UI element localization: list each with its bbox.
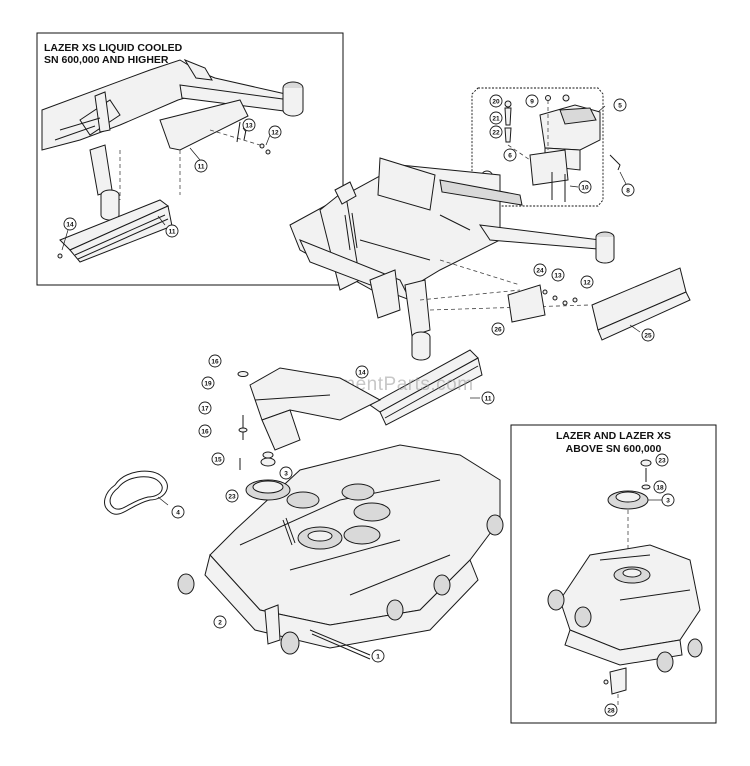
callout-15: 15	[214, 457, 222, 464]
callout-19: 19	[204, 381, 212, 388]
callout-12: 12	[271, 130, 279, 137]
callout-21: 21	[492, 116, 500, 123]
callout-11: 11	[169, 229, 176, 236]
inset-title-line2: SN 600,000 AND HIGHER	[44, 54, 169, 66]
callout-26: 26	[494, 327, 502, 334]
inset-title-line1: LAZER XS LIQUID COOLED	[44, 42, 183, 54]
callout-18: 18	[656, 485, 664, 492]
callout-1: 1	[376, 654, 380, 661]
callout-22: 22	[492, 130, 500, 137]
callout-3: 3	[284, 471, 288, 478]
callout-14: 14	[358, 370, 366, 377]
mower-deck: 16 19 17 16 15 3 23 4 2 1	[104, 354, 504, 663]
callout-2: 2	[218, 620, 222, 627]
callout-6: 6	[508, 153, 512, 160]
callout-11: 11	[485, 396, 492, 403]
callout-16: 16	[201, 429, 209, 436]
callout-16: 16	[211, 359, 219, 366]
inset-liquid-cooled: LAZER XS LIQUID COOLED SN 600,000 AND HI…	[36, 32, 344, 286]
callout-10: 10	[581, 185, 589, 192]
callout-12: 12	[583, 280, 591, 287]
callout-28: 28	[607, 708, 615, 715]
inset-frame-drawing	[41, 58, 304, 263]
callout-24: 24	[536, 268, 544, 275]
callout-5: 5	[618, 103, 622, 110]
callout-23: 23	[228, 494, 236, 501]
callout-11: 11	[198, 164, 205, 171]
frame-assembly: 24 13 12 26 25 14 11	[289, 157, 691, 426]
callout-20: 20	[492, 99, 500, 106]
callout-13: 13	[554, 273, 562, 280]
callout-17: 17	[201, 406, 209, 413]
callout-4: 4	[176, 510, 180, 517]
callout-13: 13	[245, 123, 253, 130]
callout-23: 23	[658, 458, 666, 465]
inset-title-line2: ABOVE SN 600,000	[566, 443, 662, 455]
inset-title-line1: LAZER AND LAZER XS	[556, 430, 671, 442]
callout-9: 9	[530, 99, 534, 106]
callout-3: 3	[666, 498, 670, 505]
callout-8: 8	[626, 188, 630, 195]
callout-25: 25	[644, 333, 652, 340]
callout-14: 14	[66, 222, 74, 229]
inset-above-sn-600000: LAZER AND LAZER XS ABOVE SN 600,000 23 1…	[510, 424, 717, 724]
inset-seat-detail: 20 9 21 22 5 6 7 10 8	[471, 87, 635, 207]
